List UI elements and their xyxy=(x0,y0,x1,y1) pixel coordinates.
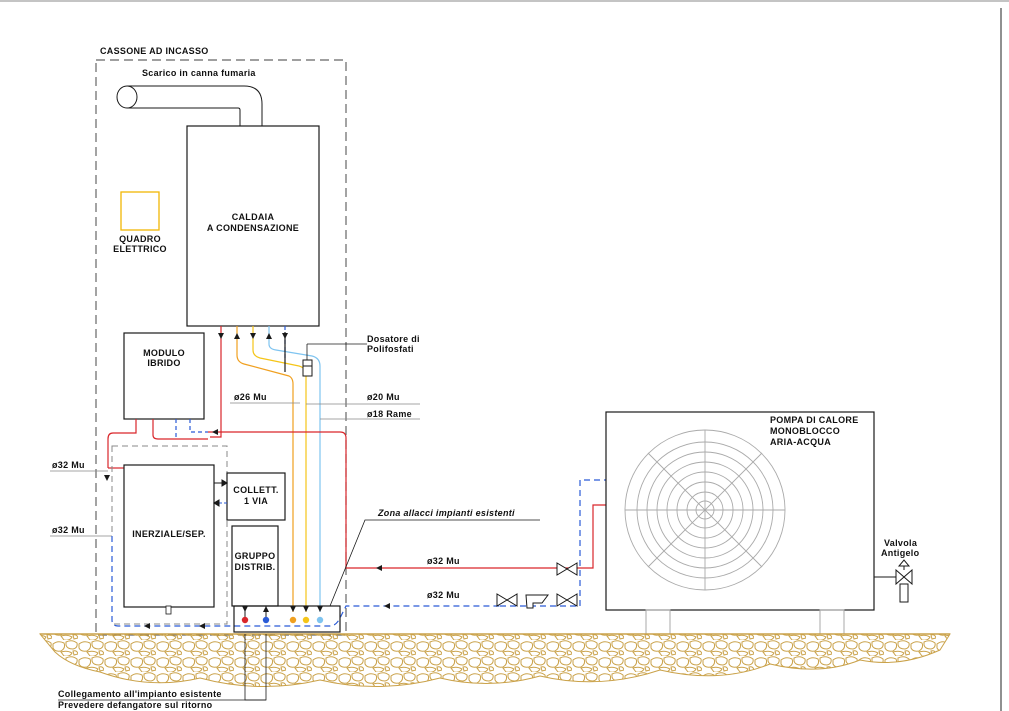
ritorno-line xyxy=(111,536,500,627)
diametri-sinistra: ø32 Mu ø32 Mu xyxy=(50,460,112,537)
collett-label-1: COLLETT. xyxy=(233,485,278,495)
cassone-box xyxy=(95,59,347,636)
mandata-pompa-line xyxy=(208,431,606,569)
pompa-calore: POMPA DI CALORE MONOBLOCCO ARIA-ACQUA xyxy=(605,411,875,635)
inerziale-box xyxy=(123,464,215,608)
d26-label: ø26 Mu xyxy=(234,392,267,402)
collettore-box xyxy=(226,472,286,521)
diametri-tubi-labels: ø26 Mu ø20 Mu ø18 Rame xyxy=(230,392,420,420)
collegamento-label-1: Collegamento all'impianto esistente xyxy=(58,689,222,699)
quadro-label-2: ELETTRICO xyxy=(113,244,167,254)
terreno xyxy=(38,633,951,687)
collett-label-2: 1 VIA xyxy=(244,496,268,506)
quadro-elettrico-box xyxy=(120,191,160,231)
zona-allacci-box xyxy=(233,605,341,633)
pompa-box xyxy=(605,411,875,611)
caldaia-label-2: A CONDENSAZIONE xyxy=(207,223,299,233)
d20-label: ø20 Mu xyxy=(367,392,400,402)
zona-label: Zona allacci impianti esistenti xyxy=(377,508,515,518)
pipe-ritorno-label: ø32 Mu xyxy=(427,590,460,600)
pompa-label-3: ARIA-ACQUA xyxy=(770,437,831,447)
inerziale-label: INERZIALE/SEP. xyxy=(132,529,206,539)
ritorno-pompa-line xyxy=(500,479,606,607)
valvola-label-2: Antigelo xyxy=(881,548,920,558)
scarico-label: Scarico in canna fumaria xyxy=(142,68,256,78)
caldaia-box xyxy=(186,125,320,327)
zona-leader xyxy=(329,519,540,607)
caldaia-label-1: CALDAIA xyxy=(232,212,275,222)
valvola-antigelo: Valvola Antigelo xyxy=(874,538,920,603)
ritorno-arrows xyxy=(104,429,390,629)
d32-bottom-label: ø32 Mu xyxy=(52,525,85,535)
valvola-label-1: Valvola xyxy=(884,538,918,548)
pompa-label-2: MONOBLOCCO xyxy=(770,426,840,436)
dosatore-label-2: Polifosfati xyxy=(367,344,414,354)
gruppo-distribuzione-box xyxy=(231,525,279,607)
gruppo-label-1: GRUPPO xyxy=(235,551,276,561)
attacchi-impianto xyxy=(241,606,324,624)
cassone-label: CASSONE AD INCASSO xyxy=(100,46,209,56)
pompa-piedini xyxy=(645,609,845,635)
modulo-collegamenti xyxy=(107,419,208,469)
inerziale-area-box xyxy=(111,445,228,625)
d18-label: ø18 Rame xyxy=(367,409,412,419)
d32-top-label: ø32 Mu xyxy=(52,460,85,470)
modulo-label-1: MODULO xyxy=(143,348,185,358)
inerziale-valvola xyxy=(165,605,172,615)
gruppo-label-2: DISTRIB. xyxy=(235,562,276,572)
inerziale-collettore-links xyxy=(213,479,228,507)
scarico-canna-fumaria: Scarico in canna fumaria xyxy=(116,68,263,127)
ventola-icon xyxy=(624,429,786,591)
collegamento-label-2: Prevedere defangatore sul ritorno xyxy=(58,700,213,710)
modulo-label-2: IBRIDO xyxy=(147,358,180,368)
caldaia-arrows xyxy=(218,333,288,339)
dosatore-label-1: Dosatore di xyxy=(367,334,420,344)
valvola-mandata xyxy=(556,562,578,576)
dosatore-polifosfati: Dosatore di Polifosfati xyxy=(302,334,420,377)
modulo-ibrido-box xyxy=(123,332,205,420)
pipe-mandata-label: ø32 Mu xyxy=(427,556,460,566)
pompa-label-1: POMPA DI CALORE xyxy=(770,415,859,425)
valvole-ritorno xyxy=(496,593,578,609)
quadro-label-1: QUADRO xyxy=(119,234,161,244)
